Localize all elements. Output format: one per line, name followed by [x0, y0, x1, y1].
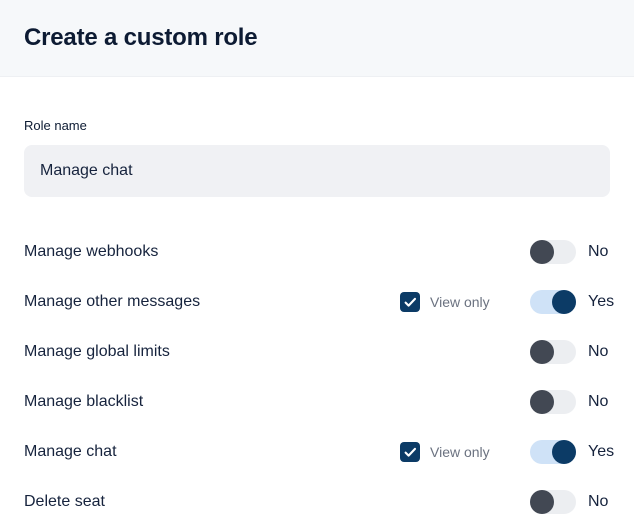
permission-row: Manage chat View only Yes	[24, 427, 614, 477]
toggle-state-label: No	[588, 393, 609, 410]
permission-toggle[interactable]	[530, 340, 576, 364]
toggle-knob	[530, 340, 554, 364]
permission-row: Manage webhooks View onlyNo	[24, 227, 610, 277]
permission-controls: View onlyNo	[400, 490, 610, 514]
permission-toggle[interactable]	[530, 240, 576, 264]
toggle-group: Yes	[530, 290, 614, 314]
view-only-label: View only	[430, 294, 490, 310]
permission-row: Delete seat View onlyNo	[24, 477, 610, 527]
toggle-state-label: Yes	[588, 293, 615, 310]
toggle-knob	[530, 390, 554, 414]
view-only-label: View only	[430, 444, 490, 460]
permission-label: Manage chat	[24, 443, 117, 460]
permission-row: Manage blacklist View onlyNo	[24, 377, 610, 427]
role-name-label: Role name	[24, 118, 87, 133]
toggle-state-label: No	[588, 343, 609, 360]
role-name-input[interactable]	[24, 145, 610, 197]
permission-label: Delete seat	[24, 493, 105, 510]
page-title: Create a custom role	[24, 23, 258, 51]
permission-toggle[interactable]	[530, 390, 576, 414]
page-header: Create a custom role	[0, 0, 634, 77]
role-name-field-block: Role name	[24, 77, 610, 197]
toggle-group: Yes	[530, 440, 614, 464]
permission-label: Manage global limits	[24, 343, 170, 360]
permission-label: Manage webhooks	[24, 243, 159, 260]
checkbox-checked-icon[interactable]	[400, 442, 420, 462]
page-body: Role name Manage webhooksView onlyNoMana…	[0, 77, 634, 527]
toggle-state-label: No	[588, 243, 609, 260]
permission-controls: View onlyNo	[400, 340, 610, 364]
checkbox-checked-icon[interactable]	[400, 292, 420, 312]
toggle-knob	[552, 440, 576, 464]
permission-controls: View only Yes	[400, 440, 614, 464]
permission-row: Manage global limits View onlyNo	[24, 327, 610, 377]
permission-label: Manage other messages	[24, 293, 201, 310]
permissions-list: Manage webhooksView onlyNoManage other m…	[24, 227, 614, 527]
toggle-knob	[552, 290, 576, 314]
permission-controls: View onlyNo	[400, 390, 610, 414]
toggle-state-label: No	[588, 493, 609, 510]
toggle-state-label: Yes	[588, 443, 615, 460]
permission-controls: View onlyNo	[400, 240, 610, 264]
permission-toggle[interactable]	[530, 490, 576, 514]
permission-toggle[interactable]	[530, 440, 576, 464]
view-only-group[interactable]: View only	[400, 442, 530, 462]
toggle-group: No	[530, 240, 610, 264]
toggle-knob	[530, 490, 554, 514]
permission-toggle[interactable]	[530, 290, 576, 314]
view-only-group[interactable]: View only	[400, 292, 530, 312]
toggle-group: No	[530, 390, 610, 414]
permission-label: Manage blacklist	[24, 393, 144, 410]
toggle-group: No	[530, 340, 610, 364]
toggle-knob	[530, 240, 554, 264]
permission-row: Manage other messages View only Yes	[24, 277, 614, 327]
toggle-group: No	[530, 490, 610, 514]
permission-controls: View only Yes	[400, 290, 614, 314]
